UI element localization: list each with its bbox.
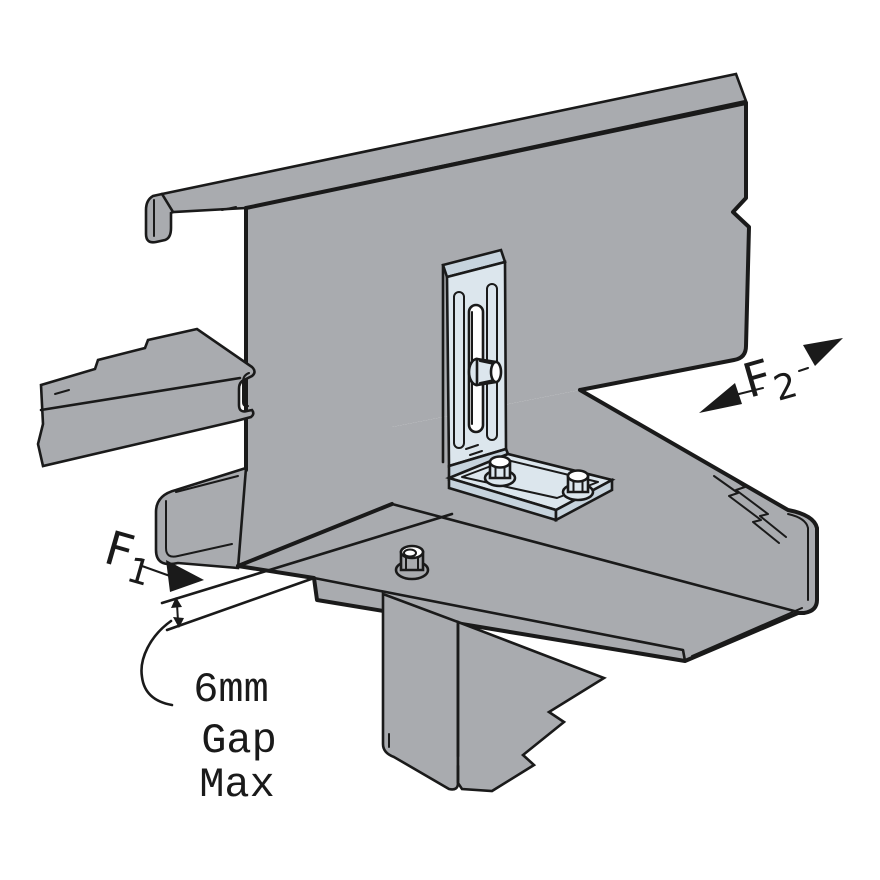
f2-arrowhead-right-icon [803,338,843,366]
bracket-base-bolt-icon [561,469,595,502]
gap-extension-line-lower [165,576,316,632]
adjustable-angle-bracket [441,248,616,523]
gap-annotation: 6mm Gap Max [140,512,454,809]
bracket-slot-bolt-icon [467,357,503,387]
wall-stud-post [381,592,607,793]
hex-bolt-icon [394,544,430,581]
stud-track-left [36,327,256,468]
beam-bottom-lip-profile [154,466,248,570]
f1-arrowhead-icon [166,560,204,592]
gap-note-line3: Max [199,761,275,809]
post-right-face [456,620,607,793]
post-front-face [381,592,460,791]
bracket-base-bolt-icon [483,455,517,488]
gap-extension-line-upper [160,512,454,605]
gap-leader-curve [140,619,174,707]
f2-arrowhead-left-icon [699,383,742,413]
gap-note-line1: 6mm [193,666,269,714]
gap-note-line2: Gap [201,717,277,765]
stud-body [36,327,256,468]
beam-top-lip-profile [144,192,175,244]
gap-dimension-arrow-icon [171,597,184,628]
